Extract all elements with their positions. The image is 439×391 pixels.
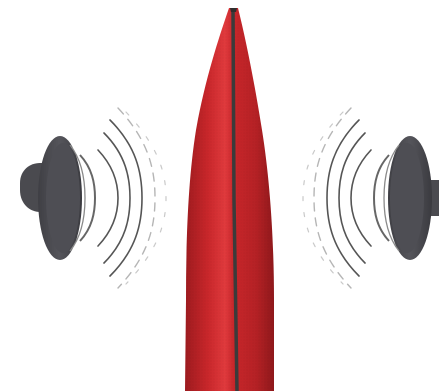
- right-sound-waves: [303, 108, 371, 288]
- acoustic-panel: [185, 8, 274, 391]
- right-speaker-icon: [374, 136, 439, 260]
- left-sound-waves: [98, 108, 166, 288]
- left-speaker-icon: [20, 136, 95, 260]
